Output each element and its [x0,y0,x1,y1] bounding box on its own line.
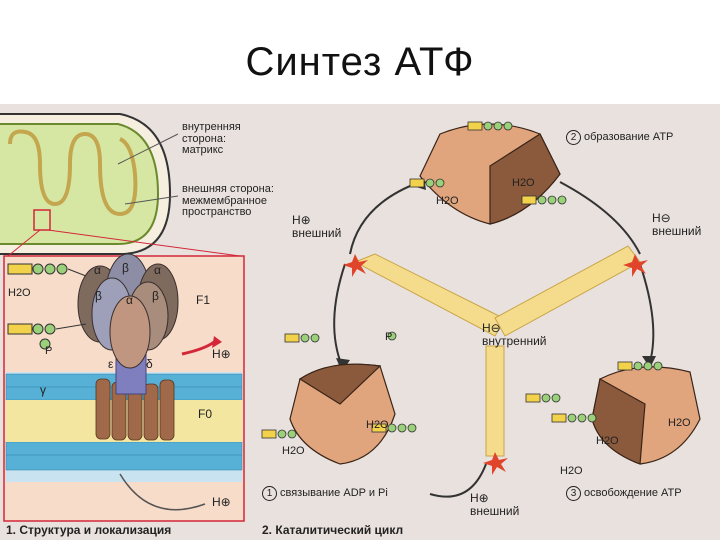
h2o-step3: H2O [668,417,691,429]
alpha-label: α [94,263,101,277]
f1-label: F1 [196,293,211,307]
beta-label-2: β [95,289,102,303]
h2o-step3-c: H2O [560,465,583,477]
mitochondrion-sketch [0,113,241,257]
h2o-step1-b: H2O [282,445,305,457]
h-plus-label: H⊕ [212,347,231,361]
h2o-step3-b: H2O [596,435,619,447]
delta-label: δ [146,357,153,371]
p-label-right: P [385,331,393,343]
h2o-step2-b: H2O [436,195,459,207]
left-caption: 1. Структура и локализация [6,523,172,537]
gamma-label: γ [40,383,46,397]
slide-title: Синтез АТФ [245,40,475,84]
f0-label: F0 [198,407,213,421]
h-outer-right: H⊖внешний [652,211,702,238]
p-label: P [45,345,53,357]
epsilon-label: ε [108,357,114,371]
h2o-step2: H2O [512,177,535,189]
h-inner: H⊖внутренний [482,321,547,348]
alpha-label-3: α [126,293,133,307]
h-plus-bottom-label: H⊕ [212,495,231,509]
beta-label: β [122,261,129,275]
beta-label-3: β [152,289,159,303]
right-caption: 2. Каталитический цикл [262,523,404,537]
h2o-label: H2O [8,287,31,299]
diagram-graphic [0,113,701,522]
atp-synthase-panel [3,253,245,522]
catalytic-cycle [261,121,701,498]
alpha-label-2: α [154,263,161,277]
h2o-step1: H2O [366,419,389,431]
h-outer-left: H⊕внешний [292,213,342,240]
h-outer-bottom: H⊕внешний [470,491,520,518]
